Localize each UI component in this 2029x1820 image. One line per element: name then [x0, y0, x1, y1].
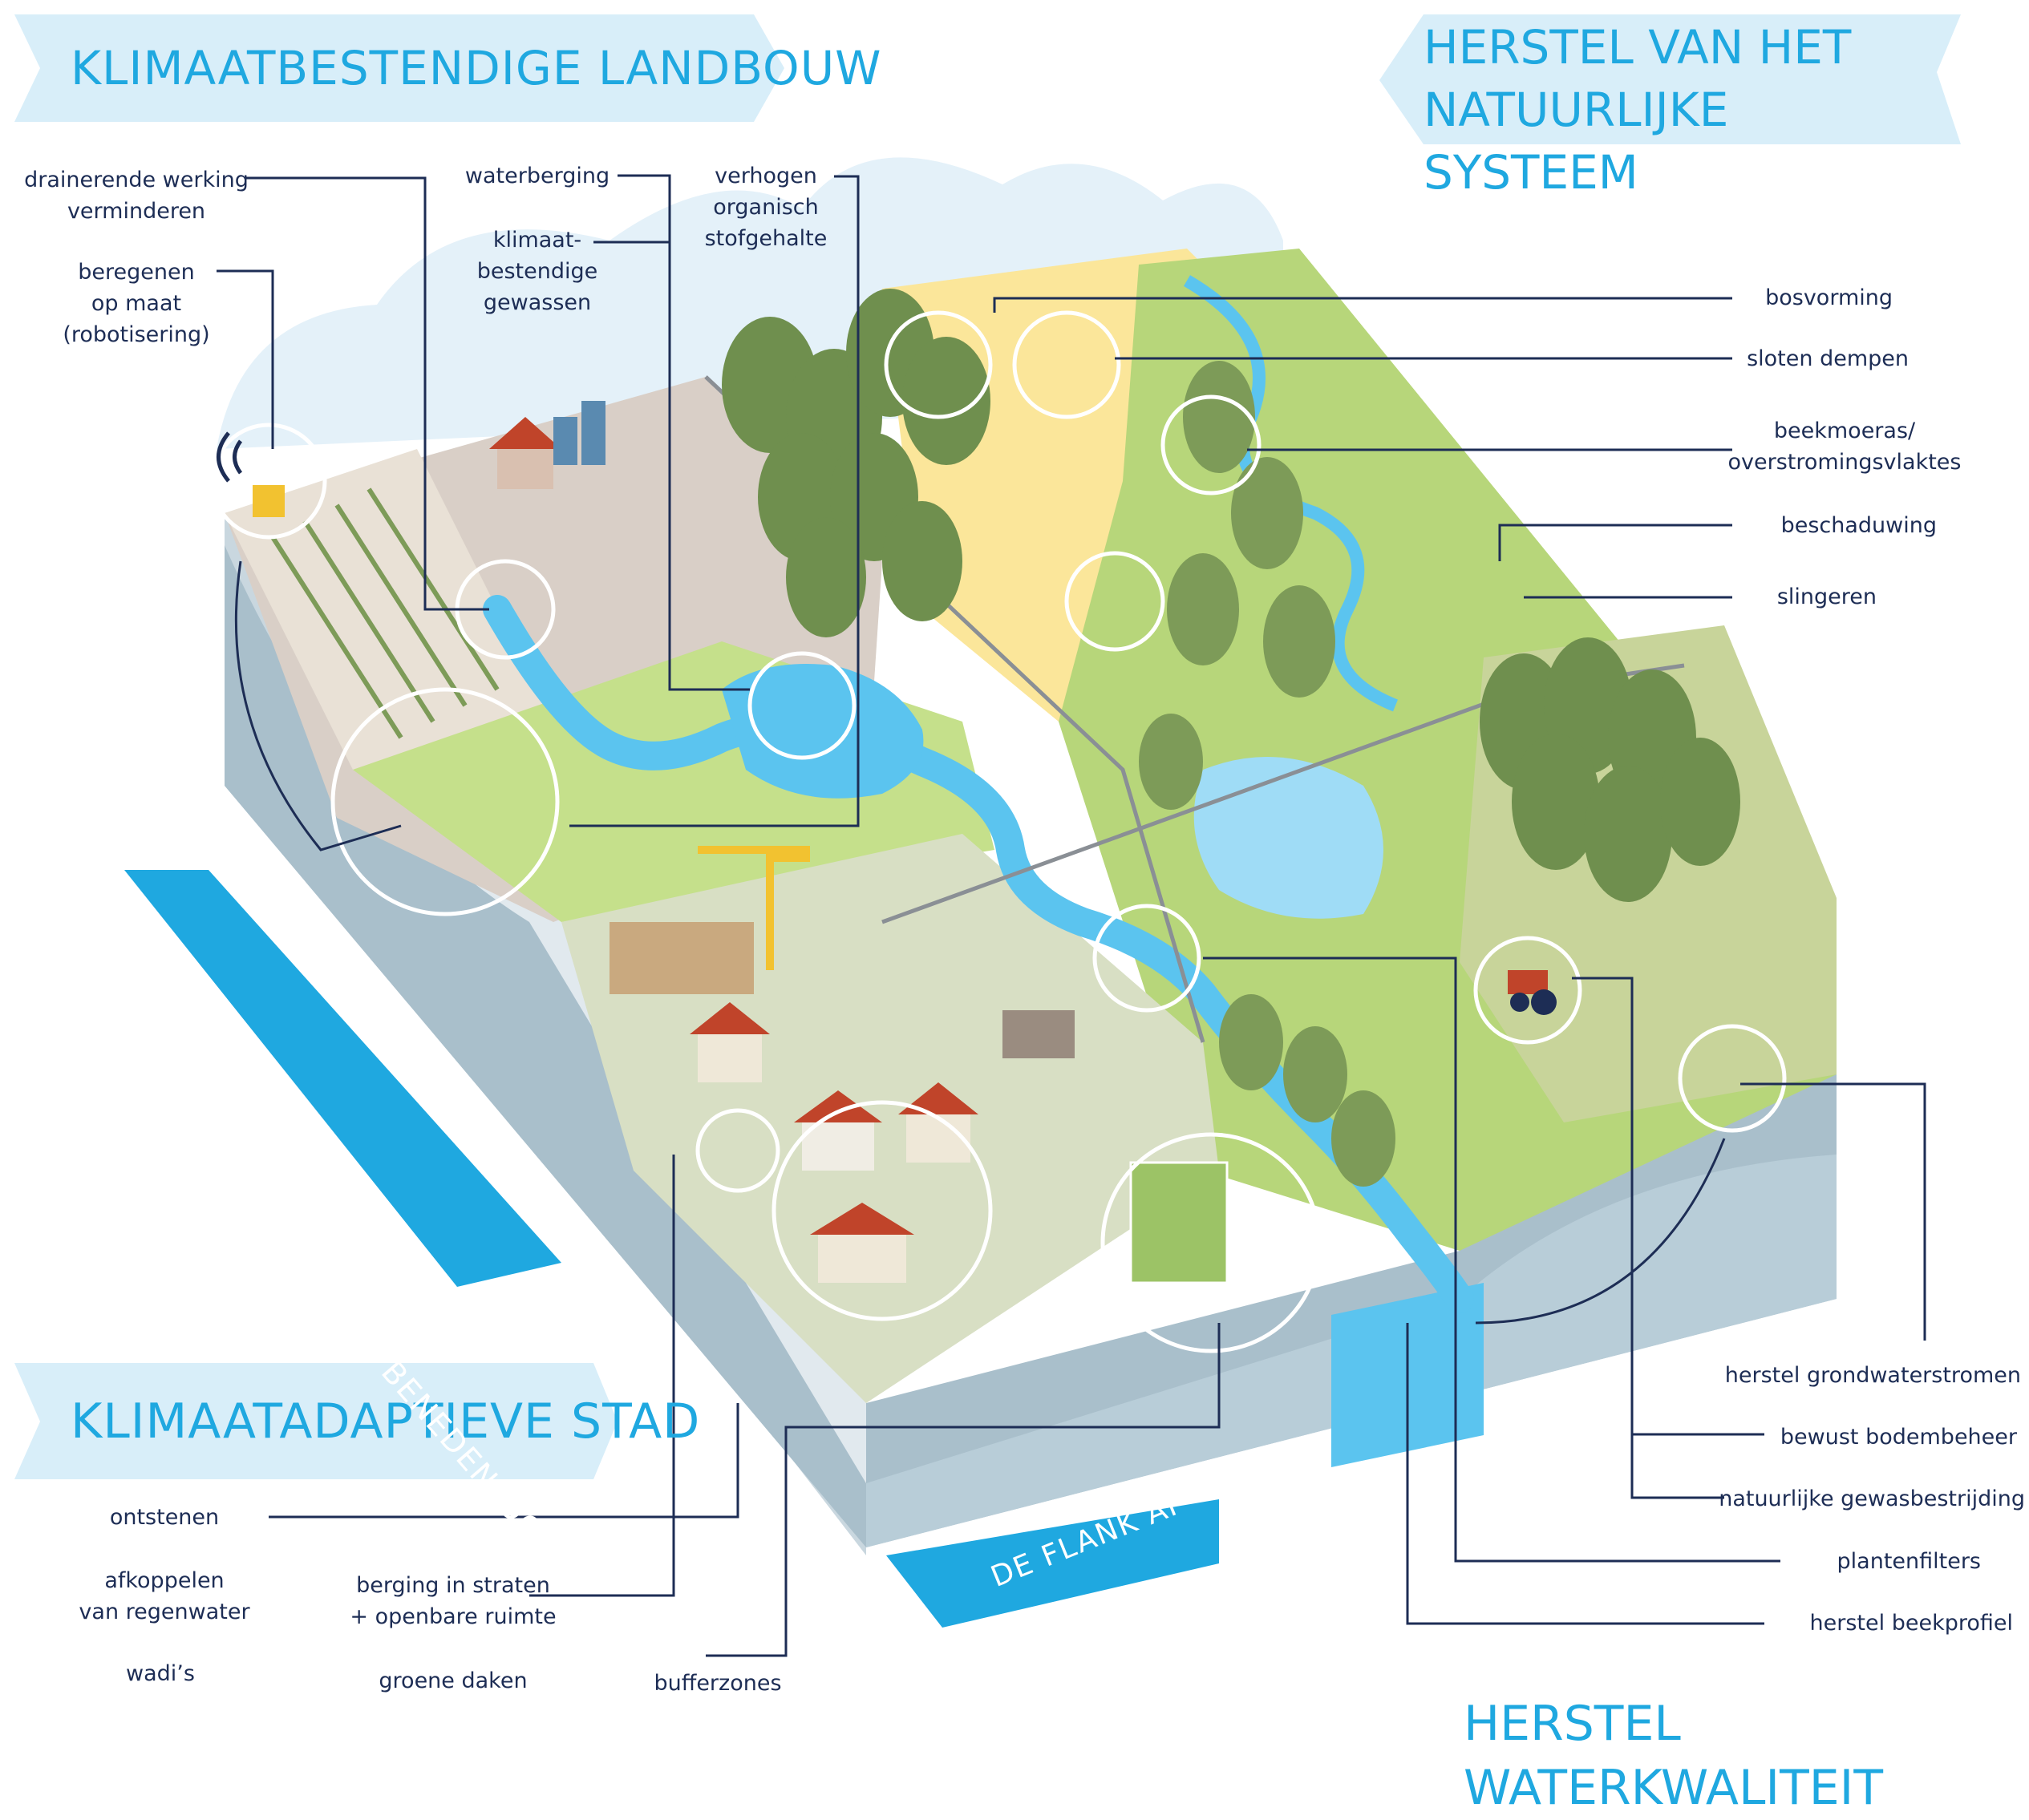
label-afkoppelen: afkoppelen van regenwater: [79, 1568, 250, 1624]
tractor-icon: [1508, 970, 1557, 1015]
label-gewasbestrijding: natuurlijke gewasbestrijding: [1719, 1486, 2025, 1511]
banner-stad-shape: [14, 1363, 618, 1479]
label-beekprofiel: herstel beekprofiel: [1809, 1611, 2013, 1636]
banner-landbouw: KLIMAATBESTENDIGE LANDBOUW: [14, 14, 882, 122]
forest-cluster: [1480, 637, 1740, 902]
label-groene-daken: groene daken: [379, 1668, 528, 1693]
label-beschaduwing: beschaduwing: [1780, 513, 1937, 538]
label-klimaatbestendige-gewassen: klimaat- bestendige gewassen: [476, 228, 598, 315]
banner-natuur-shape: [1379, 14, 1961, 144]
label-bosvorming: bosvorming: [1765, 285, 1893, 310]
banner-stad: KLIMAATADAPTIEVE STAD: [14, 1363, 701, 1479]
heading-natuurlijk-systeem: HERSTEL VAN HET NATUURLIJKE SYSTEEM: [1424, 20, 1852, 200]
label-waterberging: waterberging: [464, 164, 610, 188]
arrow-flank-shape: [886, 1499, 1219, 1628]
groundwater-arrow: [234, 560, 402, 851]
heading-waterkwaliteit: HERSTEL WATERKWALITEIT: [1464, 1696, 1884, 1816]
crop-rows: [270, 487, 500, 739]
label-grondwaterstromen: herstel grondwaterstromen: [1724, 1363, 2021, 1388]
label-drainerend: drainerende werking verminderen: [24, 168, 249, 224]
label-slingeren: slingeren: [1776, 584, 1877, 609]
irrigation-robot-icon: [217, 431, 285, 517]
arrow-bovenloop-shape: [124, 870, 561, 1287]
label-berging-straten: berging in straten + openbare ruimte: [350, 1573, 557, 1629]
label-beregenen: beregenen op maat (robotisering): [63, 260, 210, 347]
football-pitch: [1129, 1161, 1229, 1284]
city-buildings: [690, 1002, 1075, 1283]
leader-lines: [217, 174, 1926, 1657]
groundwater-arrow: [1475, 1138, 1726, 1325]
farm-buildings: [489, 401, 605, 489]
construction-site: [610, 922, 754, 994]
wetland-pond: [1193, 757, 1383, 919]
banner-stad-title: KLIMAATADAPTIEVE STAD: [71, 1393, 701, 1450]
forest-cluster: [1139, 361, 1395, 1187]
label-organisch-stofgehalte: verhogen organisch stofgehalte: [704, 164, 828, 251]
detail-circles: [210, 310, 1787, 1353]
pond: [722, 664, 924, 799]
label-sloten-dempen: sloten dempen: [1747, 346, 1909, 371]
banner-landbouw-shape: [14, 14, 784, 122]
label-plantenfilters: plantenfilters: [1837, 1549, 1981, 1574]
crane: [698, 846, 810, 970]
label-bufferzones: bufferzones: [654, 1671, 782, 1696]
label-wadis: wadi’s: [126, 1661, 195, 1686]
soil-front-face: [225, 545, 866, 1547]
label-ontstenen: ontstenen: [109, 1505, 220, 1530]
label-beekmoeras: beekmoeras/ overstromingsvlaktes: [1727, 419, 1962, 475]
banner-landbouw-title: KLIMAATBESTENDIGE LANDBOUW: [71, 41, 882, 95]
label-bodembeheer: bewust bodembeheer: [1780, 1425, 2017, 1450]
